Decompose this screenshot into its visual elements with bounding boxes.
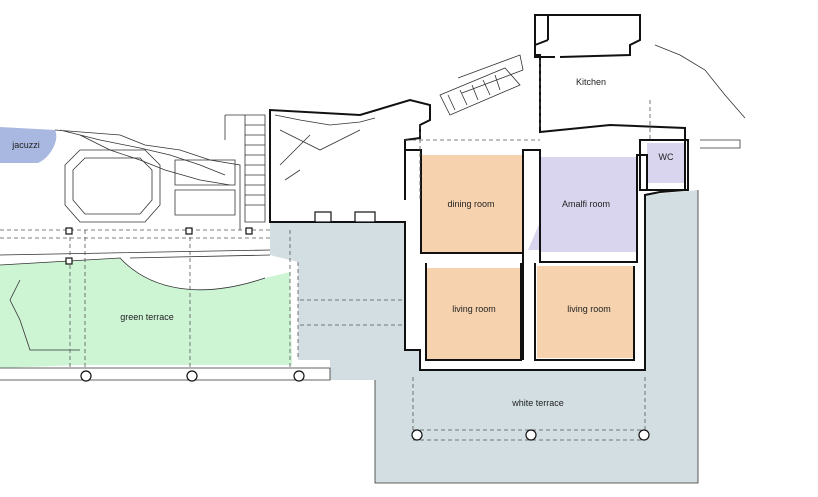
living-room-left-area	[426, 268, 521, 360]
white-terrace-edge	[374, 190, 699, 484]
kitchen-label: Kitchen	[576, 77, 606, 87]
green-terrace-area	[0, 258, 292, 368]
column	[186, 370, 198, 382]
jacuzzi-label: jacuzzi	[11, 140, 40, 150]
stair-block	[439, 54, 524, 116]
white-terrace-label: white terrace	[511, 398, 564, 408]
post	[65, 257, 73, 265]
column	[638, 429, 650, 441]
wc-area	[647, 143, 685, 183]
kitchen-wall	[534, 15, 555, 58]
column	[293, 370, 305, 382]
amalfi-room-area	[528, 157, 637, 252]
small-bed	[174, 159, 236, 216]
wc-wall	[639, 139, 689, 191]
wc-label: WC	[659, 152, 674, 162]
kitchen-right-slope	[654, 44, 746, 149]
green-terrace-edge	[0, 367, 331, 381]
post	[354, 211, 376, 223]
post	[185, 227, 193, 235]
octagon-pool	[64, 149, 161, 223]
column	[525, 429, 537, 441]
white-terrace-area	[270, 190, 698, 483]
amalfi-room-label: Amalfi room	[562, 199, 610, 209]
building-wall	[269, 14, 686, 371]
post	[65, 227, 73, 235]
interior-walls	[405, 149, 648, 361]
post	[245, 227, 253, 235]
green-terrace-label: green terrace	[120, 312, 174, 322]
jacuzzi-area	[0, 127, 57, 163]
living-room-left-label: living room	[452, 304, 496, 314]
garden-bed-left	[54, 129, 241, 230]
garden-bed-right	[274, 114, 376, 181]
stair-left	[224, 114, 266, 223]
dining-room-label: dining room	[447, 199, 494, 209]
post	[314, 211, 332, 223]
column	[80, 370, 92, 382]
column	[411, 429, 423, 441]
green-terrace-outline	[0, 249, 271, 351]
living-room-right-area	[537, 266, 634, 358]
living-room-right-label: living room	[567, 304, 611, 314]
dining-room-area	[421, 155, 523, 253]
